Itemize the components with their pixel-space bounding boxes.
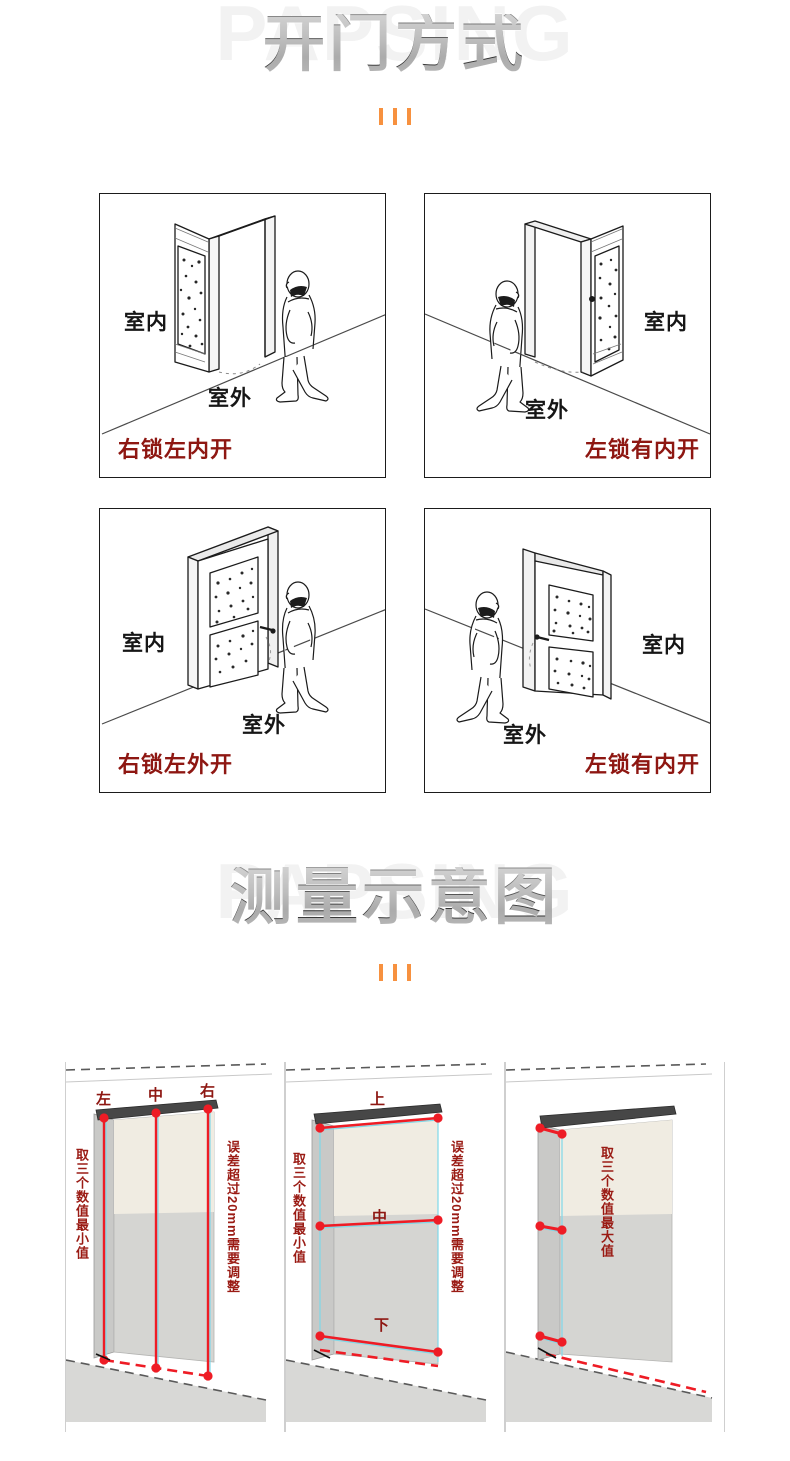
door-panel-4[interactable]: 室内 室外 左锁有内开 [424,508,711,793]
tick-mark [379,108,383,125]
note-value: 20mm [225,1196,240,1238]
door-illustration-2 [425,220,710,435]
measure-illustration-height [286,1063,493,1422]
indoor-label: 室内 [124,311,168,334]
measure-illustration-width [66,1063,273,1422]
door-panel-3[interactable]: 室内 室外 右锁左外开 [99,508,386,793]
measure-note-left: 取三个数值最小值 [291,1152,306,1264]
outdoor-label: 室外 [208,387,252,410]
note-value: 20mm [449,1196,464,1238]
divider-ticks [0,108,790,125]
page-title-open-direction: 开门方式 [262,10,527,79]
watermark-text: PAPSING [0,852,790,930]
door-illustration-4 [425,548,710,724]
indoor-label: 室内 [642,634,686,657]
measure-point-label: 右 [200,1083,216,1100]
section-heading-open-direction: PAPSING 开门方式 [0,0,790,125]
tick-mark [407,108,411,125]
outdoor-label: 室外 [525,399,569,422]
door-direction-grid: 室内 室外 右锁左内开 [99,193,711,793]
measure-point-label: 上 [370,1091,386,1108]
tick-mark [379,964,383,981]
measure-point-label: 中 [372,1209,388,1226]
outdoor-label: 室外 [503,724,547,747]
measure-panel-width[interactable]: 左 中 右 取三个数值最小值 误差超过20mm需要调整 [65,1062,285,1432]
door-panel-caption: 右锁左外开 [118,752,234,777]
door-panel-caption: 右锁左内开 [118,437,234,462]
measure-illustration-depth [506,1063,713,1422]
measure-note-right: 误差超过20mm需要调整 [225,1140,240,1294]
page-title-measure: 测量示意图 [229,863,560,932]
section-heading-measure: PAPSING 测量示意图 [0,852,790,981]
tick-mark [393,108,397,125]
door-panel-1[interactable]: 室内 室外 右锁左内开 [99,193,386,478]
measure-note-right: 误差超过20mm需要调整 [449,1140,464,1294]
measure-note-center: 取三个数值最大值 [599,1146,614,1258]
measure-point-label: 中 [148,1087,164,1104]
measure-note-left: 取三个数值最小值 [74,1148,89,1260]
divider-ticks [0,964,790,981]
door-illustration-1 [101,215,385,435]
watermark-text: PAPSING [0,0,790,72]
outdoor-label: 室外 [242,714,286,737]
door-panel-caption: 左锁有内开 [584,752,700,777]
measure-point-label: 左 [96,1091,112,1108]
measure-panel-height[interactable]: 上 中 下 取三个数值最小值 误差超过20mm需要调整 [285,1062,505,1432]
measure-panel-depth[interactable]: 取三个数值最大值 [505,1062,725,1432]
tick-mark [407,964,411,981]
indoor-label: 室内 [122,632,166,655]
note-head: 误差超过 [449,1140,464,1196]
door-panel-2[interactable]: 室内 室外 左锁有内开 [424,193,711,478]
note-tail: 需要调整 [449,1237,464,1294]
door-illustration-3 [101,526,385,725]
indoor-label: 室内 [644,311,688,334]
tick-mark [393,964,397,981]
measure-point-label: 下 [374,1317,390,1334]
note-tail: 需要调整 [225,1237,240,1294]
door-panel-caption: 左锁有内开 [584,437,700,462]
measurement-diagram-grid: 左 中 右 取三个数值最小值 误差超过20mm需要调整 [65,1062,725,1432]
note-head: 误差超过 [225,1140,240,1196]
